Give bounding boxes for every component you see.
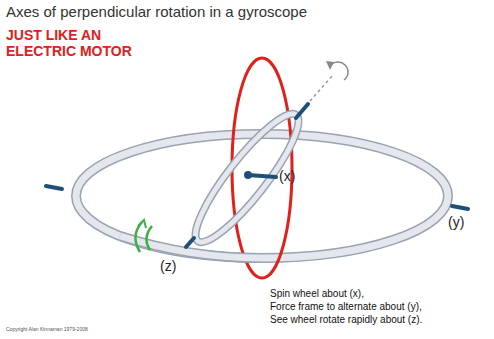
wheel-axle-top: [296, 104, 308, 118]
rotation-arrowhead: [326, 61, 334, 70]
caption-line: Spin wheel about (x),: [270, 288, 364, 299]
spin-axle: [248, 175, 276, 177]
frame-ring-front: [120, 236, 262, 258]
frame-axle-left: [46, 186, 62, 189]
wheel-ring: [183, 103, 311, 252]
axis-extension: [310, 74, 334, 101]
rotation-arrow: [330, 62, 348, 80]
wheel-ring-outline: [183, 103, 311, 252]
axle-hub: [244, 171, 252, 179]
frame-ring-front: [120, 236, 262, 258]
axis-label: (x): [279, 168, 295, 184]
axis-label: (y): [448, 214, 464, 230]
alternate-arc: [146, 226, 152, 250]
caption-line: See wheel rotate rapidly about (z).: [270, 314, 422, 325]
frame-axle-right: [452, 206, 468, 209]
slogan-text: JUST LIKE AN ELECTRIC MOTOR: [6, 27, 136, 59]
caption-line: Force frame to alternate about (y),: [270, 301, 422, 312]
diagram-title: Axes of perpendicular rotation in a gyro…: [6, 3, 307, 20]
axis-label: (z): [160, 258, 176, 274]
alternate-arc-head: [138, 220, 146, 228]
wheel-axle-bottom: [186, 238, 194, 247]
copyright-note: Copyright Alan Kinnaman 1979-2008: [6, 326, 88, 332]
